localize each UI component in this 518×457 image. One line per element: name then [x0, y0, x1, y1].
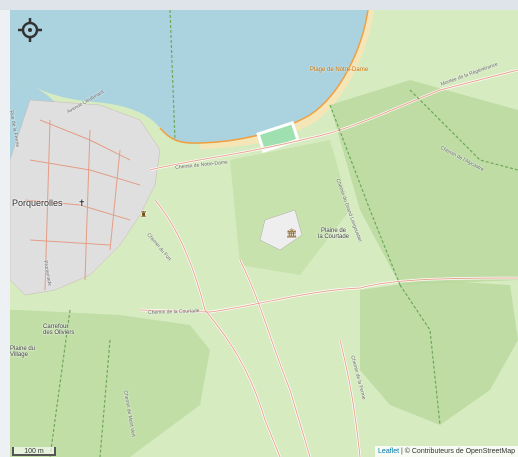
forest-south	[10, 310, 210, 457]
forest-center	[230, 140, 350, 275]
attribution: Leaflet | © Contributeurs de OpenStreetM…	[375, 446, 518, 457]
map-viewport[interactable]: Porquerolles Plaine de la Courtade Plain…	[10, 10, 518, 457]
locate-control[interactable]	[17, 17, 43, 43]
forest-east	[330, 80, 518, 285]
museum-icon: 🏛	[286, 228, 298, 238]
label-plage-notre-dame: Plage de Notre-Dame	[310, 67, 369, 73]
top-bar	[0, 0, 518, 10]
map-canvas[interactable]	[10, 10, 518, 457]
left-strip	[0, 10, 10, 457]
forest-southeast	[360, 280, 518, 425]
osm-credit: Contributeurs de OpenStreetMap	[411, 448, 515, 455]
attribution-separator: | ©	[399, 448, 412, 455]
town-area	[10, 99, 161, 296]
label-carrefour: Carrefour des Oliviers	[43, 324, 75, 336]
castle-icon: ♜	[140, 210, 148, 219]
church-icon: ✝	[78, 198, 86, 208]
label-plaine-village: Plaine du Village	[10, 346, 36, 358]
fort-area	[259, 209, 303, 251]
leaflet-link[interactable]: Leaflet	[378, 448, 400, 455]
label-porquerolles: Porquerolles	[12, 198, 63, 208]
tracks	[49, 10, 518, 457]
crosshair-icon	[18, 18, 42, 42]
town-streets	[24, 119, 141, 291]
scale-bar: 100 m	[12, 447, 56, 456]
roads	[139, 69, 518, 457]
label-plaine-courtade: Plaine de la Courtade	[318, 228, 350, 240]
sea	[10, 10, 368, 144]
